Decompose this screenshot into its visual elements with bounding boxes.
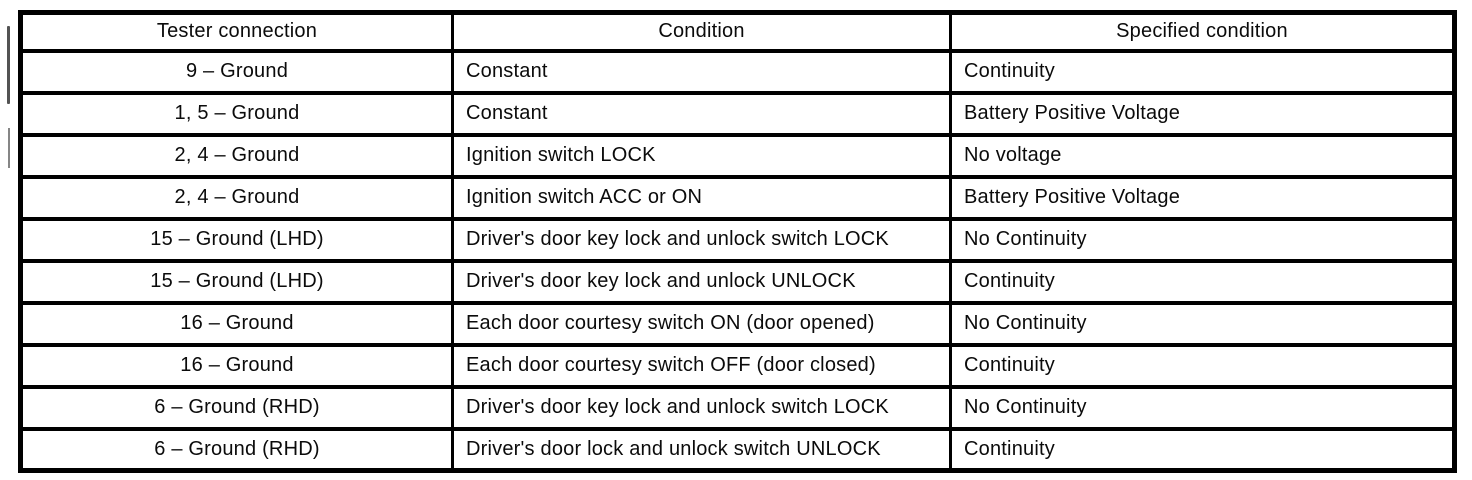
cell-condition: Constant — [451, 90, 952, 137]
tester-connection-spec-table: Tester connection Condition Specified co… — [18, 10, 1457, 473]
cell-specified-condition: Continuity — [949, 258, 1456, 305]
cell-specified-condition: Continuity — [949, 48, 1456, 95]
cell-condition: Driver's door lock and unlock switch UNL… — [451, 426, 952, 473]
table-row: 15 – Ground (LHD) Driver's door key lock… — [19, 258, 1456, 305]
header-specified-condition: Specified condition — [949, 10, 1456, 53]
scan-artifact — [7, 26, 10, 104]
scan-artifact — [8, 128, 10, 168]
cell-tester-connection: 6 – Ground (RHD) — [19, 384, 454, 431]
cell-specified-condition: Battery Positive Voltage — [949, 174, 1456, 221]
cell-condition: Driver's door key lock and unlock switch… — [451, 216, 952, 263]
table-row: 6 – Ground (RHD) Driver's door key lock … — [19, 384, 1456, 431]
table-row: 9 – Ground Constant Continuity — [19, 48, 1456, 95]
cell-condition: Ignition switch ACC or ON — [451, 174, 952, 221]
cell-condition: Driver's door key lock and unlock UNLOCK — [451, 258, 952, 305]
header-tester-connection: Tester connection — [19, 10, 454, 53]
header-condition: Condition — [451, 10, 952, 53]
table-row: 1, 5 – Ground Constant Battery Positive … — [19, 90, 1456, 137]
table-row: 2, 4 – Ground Ignition switch ACC or ON … — [19, 174, 1456, 221]
cell-tester-connection: 1, 5 – Ground — [19, 90, 454, 137]
table-row: 16 – Ground Each door courtesy switch ON… — [19, 300, 1456, 347]
cell-tester-connection: 16 – Ground — [19, 300, 454, 347]
table-row: 6 – Ground (RHD) Driver's door lock and … — [19, 426, 1456, 473]
cell-specified-condition: No voltage — [949, 132, 1456, 179]
cell-tester-connection: 15 – Ground (LHD) — [19, 258, 454, 305]
cell-tester-connection: 2, 4 – Ground — [19, 132, 454, 179]
cell-specified-condition: Battery Positive Voltage — [949, 90, 1456, 137]
cell-specified-condition: No Continuity — [949, 300, 1456, 347]
cell-condition: Each door courtesy switch OFF (door clos… — [451, 342, 952, 389]
cell-specified-condition: No Continuity — [949, 216, 1456, 263]
table-row: 2, 4 – Ground Ignition switch LOCK No vo… — [19, 132, 1456, 179]
cell-tester-connection: 2, 4 – Ground — [19, 174, 454, 221]
table-row: 16 – Ground Each door courtesy switch OF… — [19, 342, 1456, 389]
cell-condition: Driver's door key lock and unlock switch… — [451, 384, 952, 431]
table-row: 15 – Ground (LHD) Driver's door key lock… — [19, 216, 1456, 263]
cell-specified-condition: Continuity — [949, 426, 1456, 473]
cell-condition: Each door courtesy switch ON (door opene… — [451, 300, 952, 347]
table-header-row: Tester connection Condition Specified co… — [19, 10, 1456, 53]
cell-specified-condition: Continuity — [949, 342, 1456, 389]
cell-condition: Ignition switch LOCK — [451, 132, 952, 179]
cell-condition: Constant — [451, 48, 952, 95]
cell-tester-connection: 15 – Ground (LHD) — [19, 216, 454, 263]
cell-tester-connection: 16 – Ground — [19, 342, 454, 389]
cell-specified-condition: No Continuity — [949, 384, 1456, 431]
cell-tester-connection: 6 – Ground (RHD) — [19, 426, 454, 473]
cell-tester-connection: 9 – Ground — [19, 48, 454, 95]
